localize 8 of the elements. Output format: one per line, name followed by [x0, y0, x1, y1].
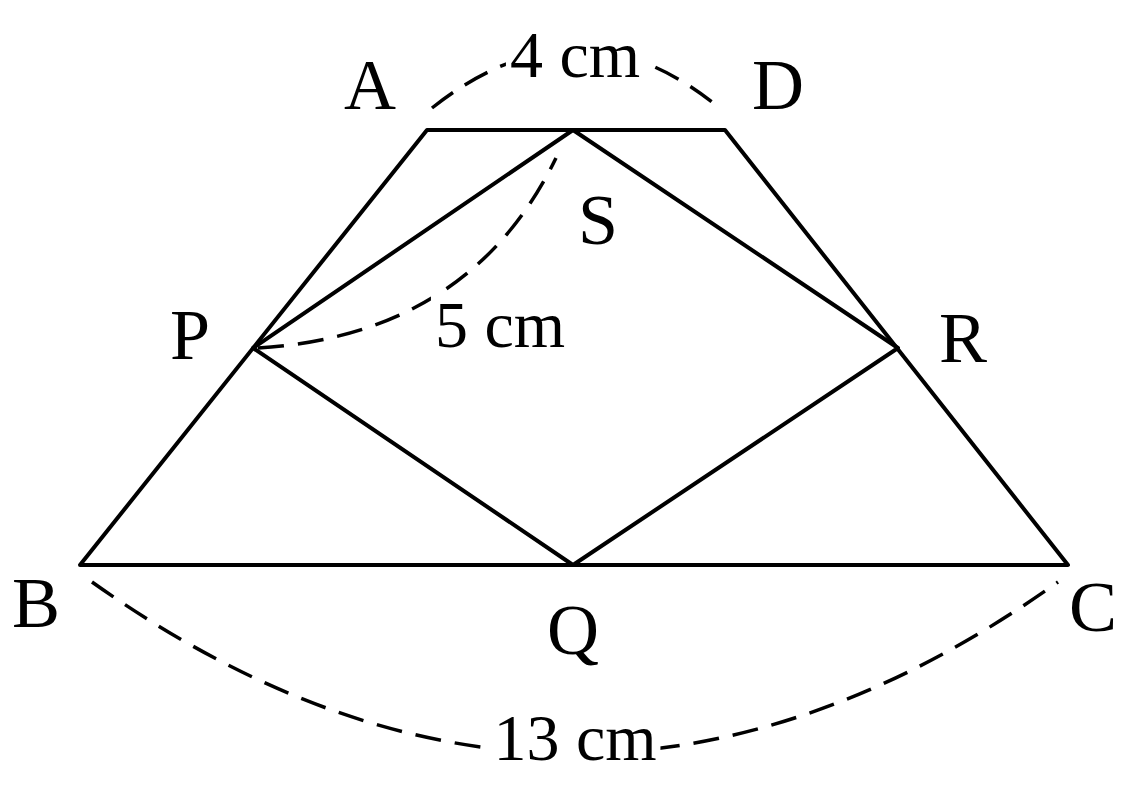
vertex-label: R — [939, 302, 987, 374]
vertex-label: B — [12, 567, 60, 639]
vertex-label: A — [344, 49, 396, 121]
vertex-label: Q — [547, 594, 599, 666]
vertex-label: C — [1069, 571, 1117, 643]
vertex-label: S — [578, 184, 618, 256]
vertex-label: D — [752, 49, 804, 121]
vertex-label: P — [170, 299, 210, 371]
